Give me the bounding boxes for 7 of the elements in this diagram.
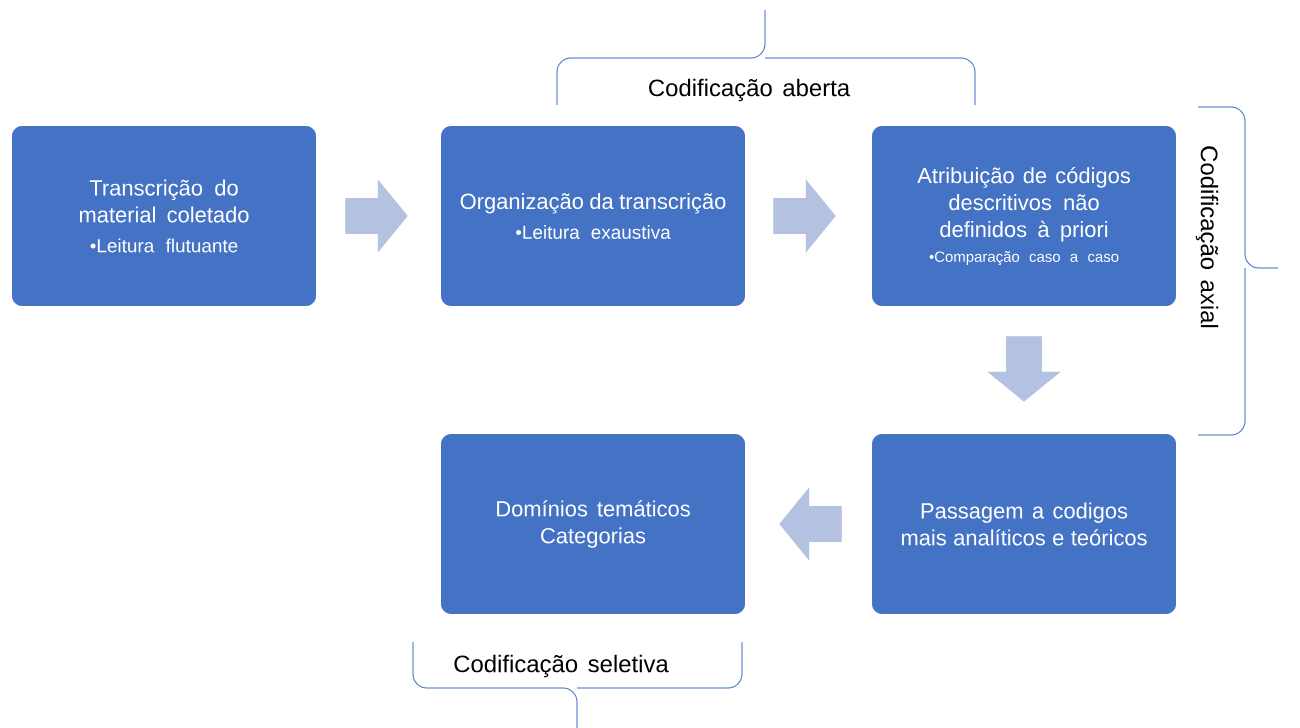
process-box: Domínios temáticos Categorias <box>441 434 745 614</box>
process-box: Passagem a codigos mais analíticos e teóricos <box>872 434 1176 614</box>
process-box: Transcrição do material coletado •Leitura flutuante <box>12 126 316 306</box>
brace-label: Codificação seletiva <box>454 654 669 678</box>
process-box: Organização da transcrição •Leitura exaustiva <box>441 126 745 306</box>
process-box: Atribuição de códigos descritivos não definidos à priori •Comparação caso a caso <box>872 126 1176 306</box>
brace-label: Codificação aberta <box>649 78 851 102</box>
